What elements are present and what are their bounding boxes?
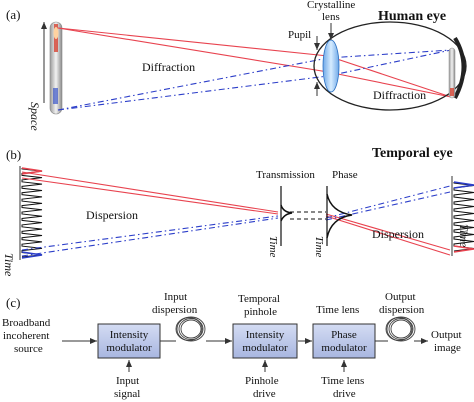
intensity-modulator-box-1	[97, 323, 161, 359]
pulse-wave	[453, 182, 474, 252]
pupil-label: Pupil	[288, 29, 311, 41]
panel-c-label: (c)	[6, 295, 20, 310]
red-pulse-mark	[453, 181, 474, 189]
dispersion-left-label: Dispersion	[86, 208, 138, 222]
blue-rays-b	[21, 185, 451, 257]
source-label-line1: Broadband	[2, 317, 51, 329]
input-dispersion-line2: dispersion	[152, 304, 198, 316]
box2-label-line1: Intensity	[246, 329, 285, 341]
output-pulse-train	[453, 181, 474, 253]
time-pinhole-label: Time	[267, 236, 279, 258]
intensity-modulator-box-2	[232, 323, 298, 359]
input-signal-line1: Input	[116, 375, 139, 387]
panel-b-title: Temporal eye	[372, 146, 453, 161]
time-axis-left-label: Time	[2, 253, 16, 277]
link-rays	[290, 211, 326, 220]
input-dispersion-fiber-coil	[175, 316, 206, 342]
temporal-pinhole-line2: pinhole	[244, 306, 277, 318]
time-phase-label: Time	[313, 236, 325, 258]
retina	[453, 36, 466, 99]
diffraction-left-label: Diffraction	[142, 60, 195, 74]
pinhole-drive-line1: Pinhole	[245, 375, 279, 387]
time-lens-drive-line1: Time lens	[321, 375, 364, 387]
dispersion-right-label: Dispersion	[372, 227, 424, 241]
output-dispersion-line2: dispersion	[379, 304, 425, 316]
input-signal-line2: signal	[114, 388, 140, 400]
time-lens-drive-line2: drive	[333, 388, 356, 400]
box2-label-line2: modulator	[242, 342, 288, 354]
blue-pulse-mark	[21, 251, 43, 259]
phase-modulator-box	[312, 323, 376, 359]
panel-a-title: Human eye	[378, 9, 446, 24]
source-label-line3: source	[14, 343, 43, 355]
blue-rays-a	[57, 49, 452, 111]
retina-image	[448, 47, 456, 99]
panel-c: (c) Broadband incoherent source Intensit…	[2, 291, 462, 400]
space-axis-label: Space	[28, 102, 42, 131]
lens-label-line2: lens	[322, 11, 340, 23]
object-cylinder	[49, 21, 63, 115]
pinhole-transmission-curve	[280, 204, 293, 222]
box3-label-line2: modulator	[321, 342, 367, 354]
crystalline-lens	[322, 39, 340, 93]
transmission-label: Transmission	[256, 169, 315, 181]
box3-label-line1: Phase	[331, 329, 357, 341]
panel-b: (b) Temporal eye Time Transmission	[2, 146, 474, 277]
temporal-pinhole-line1: Temporal	[238, 293, 280, 305]
blue-pulse-mark	[453, 245, 474, 253]
box1-label-line2: modulator	[106, 342, 152, 354]
source-label-line2: incoherent	[3, 330, 49, 342]
lens-label-line1: Crystalline	[307, 0, 355, 11]
diffraction-right-label: Diffraction	[373, 88, 426, 102]
pulse-wave	[21, 168, 43, 258]
red-rays-b	[21, 171, 451, 256]
panel-a-label: (a)	[6, 7, 20, 22]
pinhole-drive-line2: drive	[253, 388, 276, 400]
panel-b-label: (b)	[6, 147, 21, 162]
output-dispersion-fiber-coil	[385, 316, 416, 342]
panel-a: (a) Human eye Space	[6, 0, 467, 131]
time-lens-label: Time lens	[316, 304, 359, 316]
output-dispersion-line1: Output	[385, 291, 416, 303]
phase-label: Phase	[332, 169, 358, 181]
input-pulse-train	[21, 167, 43, 259]
output-image-line2: image	[434, 342, 461, 354]
output-image-line1: Output	[431, 329, 462, 341]
box1-label-line1: Intensity	[110, 329, 149, 341]
phase-curve	[326, 193, 353, 239]
eyeball-outline	[313, 21, 467, 111]
red-rays-a	[57, 27, 452, 98]
input-dispersion-line1: Input	[164, 291, 187, 303]
